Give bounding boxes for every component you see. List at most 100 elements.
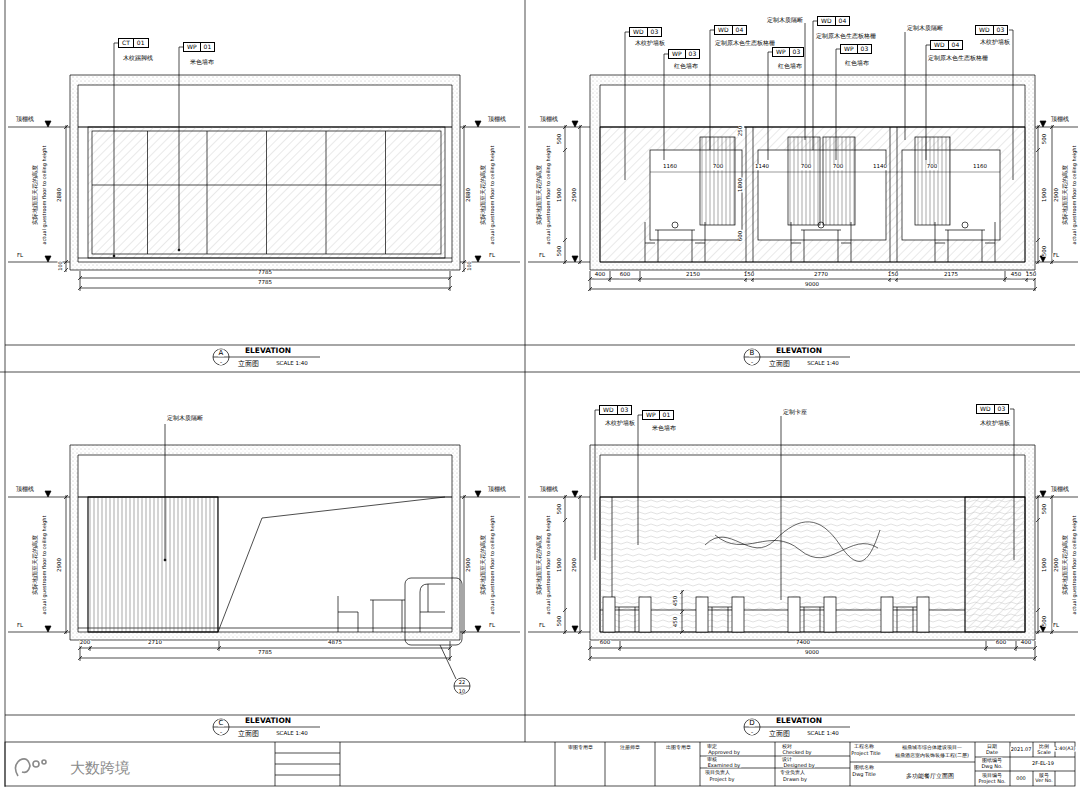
dimension-text: 500 [1042,503,1048,515]
drawing-label: 校对 [782,744,793,749]
drawing-label: 1140 [755,164,770,170]
drawing-label: 立面图 [768,361,790,368]
drawing-label: ELEVATION [775,347,822,355]
drawing-label: Ver No. [1035,779,1053,784]
tag-code: WD [630,28,647,36]
drawing-label: 项目负责人 [704,770,730,775]
drawing-label: 多功能餐厅立面图 [906,773,955,779]
drawing-label: 定制木质隔断 [767,17,804,23]
drawing-label: 顶棚线 [540,117,559,123]
material-tag: WD03 [629,27,662,37]
dimension-text: 实际地面至天花的高度 [481,535,487,596]
drawing-label: 顶棚线 [488,117,507,123]
tag-number: 03 [857,45,872,53]
material-tag: CT01 [118,38,149,48]
drawing-label: 顶棚线 [16,487,35,493]
dimension-text: 实际地面至天花的高度 [537,535,543,596]
drawing-label: 定制原木色生态板格栅 [816,33,877,39]
drawing-label: 7400 [796,640,811,646]
drawing-label: 福鼎酒店室内装饰装修工程(二层) [895,753,970,758]
tag-number: 03 [994,405,1009,413]
drawing-label: 1160 [973,164,988,170]
dimension-text: actual guestroom floor to ceiling height [1072,145,1077,245]
drawing-label: 7785 [258,650,273,656]
material-tag: WP01 [642,410,674,420]
drawing-label: 红色墙布 [674,63,699,69]
drawing-label: 注册师章 [620,745,641,750]
drawing-label: Project Title [851,751,881,756]
material-tag: WP03 [840,44,872,54]
drawing-label: - [219,729,222,735]
drawing-label: C [218,719,224,726]
drawing-label: 600 [599,640,611,646]
drawing-label: 顶棚线 [16,117,35,123]
tag-number: 03 [789,48,804,56]
drawing-label: 顶棚线 [540,487,559,493]
drawing-label: Approved by [708,750,741,755]
drawing-label: 150 [743,272,755,278]
drawing-label: 图纸名称 [854,765,875,770]
drawing-label: Project No. [978,779,1006,784]
tag-number: 03 [617,406,632,414]
drawing-label: FL [538,253,545,259]
drawing-label: FL [16,253,23,259]
dimension-text: 100 [467,261,472,272]
dimension-text: 实际地面至天花的高度 [1063,165,1069,226]
drawing-label: D [749,719,755,726]
dimension-text: 2900 [466,558,472,573]
drawing-label: FL [16,623,23,629]
drawing-label: 150 [887,272,899,278]
dimension-text: 实际地面至天花的高度 [33,535,39,596]
dimension-text: actual guestroom floor to ceiling height [546,145,551,245]
dimension-text: 600 [738,230,744,242]
dimension-text: 500 [557,503,563,515]
drawing-label: FL [538,623,545,629]
drawing-label: FL [1052,253,1059,259]
drawing-label: 4875 [328,640,343,646]
dimension-text: 500 [557,615,563,627]
dimension-text: actual guestroom floor to ceiling height [1072,515,1077,615]
tag-code: WP [669,50,685,58]
drawing-label: 1140 [873,164,888,170]
drawing-label: - [750,359,753,365]
drawing-label: - [750,729,753,735]
drawing-label: Checked by [782,750,812,755]
dimension-text: 2900 [1054,558,1060,573]
drawing-label: SCALE 1:40 [807,731,840,737]
tag-code: WP [773,48,789,56]
drawing-label: 福鼎城市综合体建设项目一 [902,745,963,750]
drawing-label: 定制卡座 [783,409,808,415]
drawing-label: 审图专用章 [567,745,593,750]
drawing-label: 木纹踢脚线 [123,55,154,61]
dimension-text: 实际地面至天花的高度 [537,165,543,226]
tag-number: 03 [685,50,700,58]
drawing-label: 版号 [1039,773,1050,778]
drawing-label: Date [986,750,999,755]
dimension-text: actual guestroom floor to ceiling height [490,515,495,615]
drawing-label: Designed by [783,763,815,768]
drawing-label: 150 [1025,272,1037,278]
drawing-label: Dwg No. [981,764,1003,769]
drawing-label: 红色墙布 [845,60,870,66]
tag-code: WD [931,41,948,49]
material-tag: WD04 [817,16,850,26]
drawing-label: SCALE 1:40 [807,361,840,367]
drawing-label: 图纸编号 [982,758,1003,763]
drawing-label: Dwg Title [852,772,876,777]
dimension-text: actual guestroom floor to ceiling height [546,515,551,615]
tag-code: WP [643,411,659,419]
drawing-label: 日期 [987,744,998,749]
drawing-label: 2710 [148,640,163,646]
dimension-text: actual guestroom floor to ceiling height [42,145,47,245]
dimension-text: 1900 [557,558,563,573]
drawing-label: 木纹护墙板 [635,40,666,46]
drawing-label: 定制原木色生态板格栅 [715,40,776,46]
drawing-label: 木纹护墙板 [605,420,636,426]
drawing-label: 项目编号 [982,773,1003,778]
dimension-text: 1900 [1042,558,1048,573]
drawing-label: 1:40(A3) [1054,747,1076,752]
drawing-label: 2175 [944,272,959,278]
drawing-label: 米色墙布 [190,59,215,65]
drawing-label: 7785 [258,280,273,286]
dimension-text: 实际地面至天花的高度 [33,165,39,226]
